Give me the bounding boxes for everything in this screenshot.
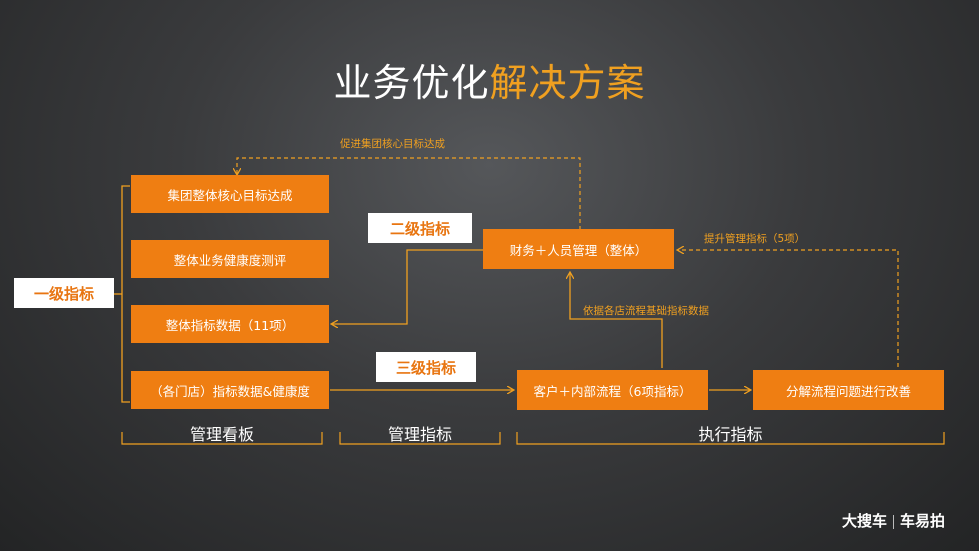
level3-tag: 三级指标 [376, 352, 476, 382]
customer-process-box: 客户＋内部流程（6项指标） [517, 370, 708, 410]
promote-dashed-arrow [237, 157, 581, 230]
brand-separator [892, 514, 894, 529]
finance-to-data-arrow [332, 249, 483, 324]
overall-data-box: 整体指标数据（11项） [131, 305, 329, 343]
finance-hr-box: 财务＋人员管理（整体） [483, 229, 674, 269]
decompose-box: 分解流程问题进行改善 [753, 370, 944, 410]
group-core-box: 集团整体核心目标达成 [131, 175, 329, 213]
level2-tag: 二级指标 [368, 213, 472, 243]
brand-left: 大搜车 [841, 512, 887, 530]
improve-dashed-arrow [678, 250, 899, 367]
based-on-note: 依据各店流程基础指标数据 [583, 305, 709, 317]
management-bracket [339, 432, 501, 445]
execution-label: 执行指标 [698, 425, 763, 444]
improve-note: 提升管理指标（5项） [704, 233, 806, 245]
promote-note: 促进集团核心目标达成 [340, 138, 445, 150]
brand-logo: 大搜车车易拍 [842, 510, 945, 531]
title-highlight: 解决方案 [489, 61, 646, 105]
dashboard-bracket [121, 432, 323, 445]
based-on-arrow [570, 273, 663, 368]
level1-bracket [121, 185, 130, 403]
execution-bracket [516, 432, 945, 445]
management-label: 管理指标 [387, 425, 452, 444]
title-main: 业务优化 [333, 61, 490, 105]
level1-tag: 一级指标 [14, 278, 114, 308]
overall-health-box: 整体业务健康度测评 [131, 240, 329, 278]
store-data-box: （各门店）指标数据&健康度 [131, 371, 329, 409]
brand-right: 车易拍 [899, 512, 945, 530]
dashboard-label: 管理看板 [189, 425, 254, 444]
page-title: 业务优化解决方案 [0, 52, 979, 107]
